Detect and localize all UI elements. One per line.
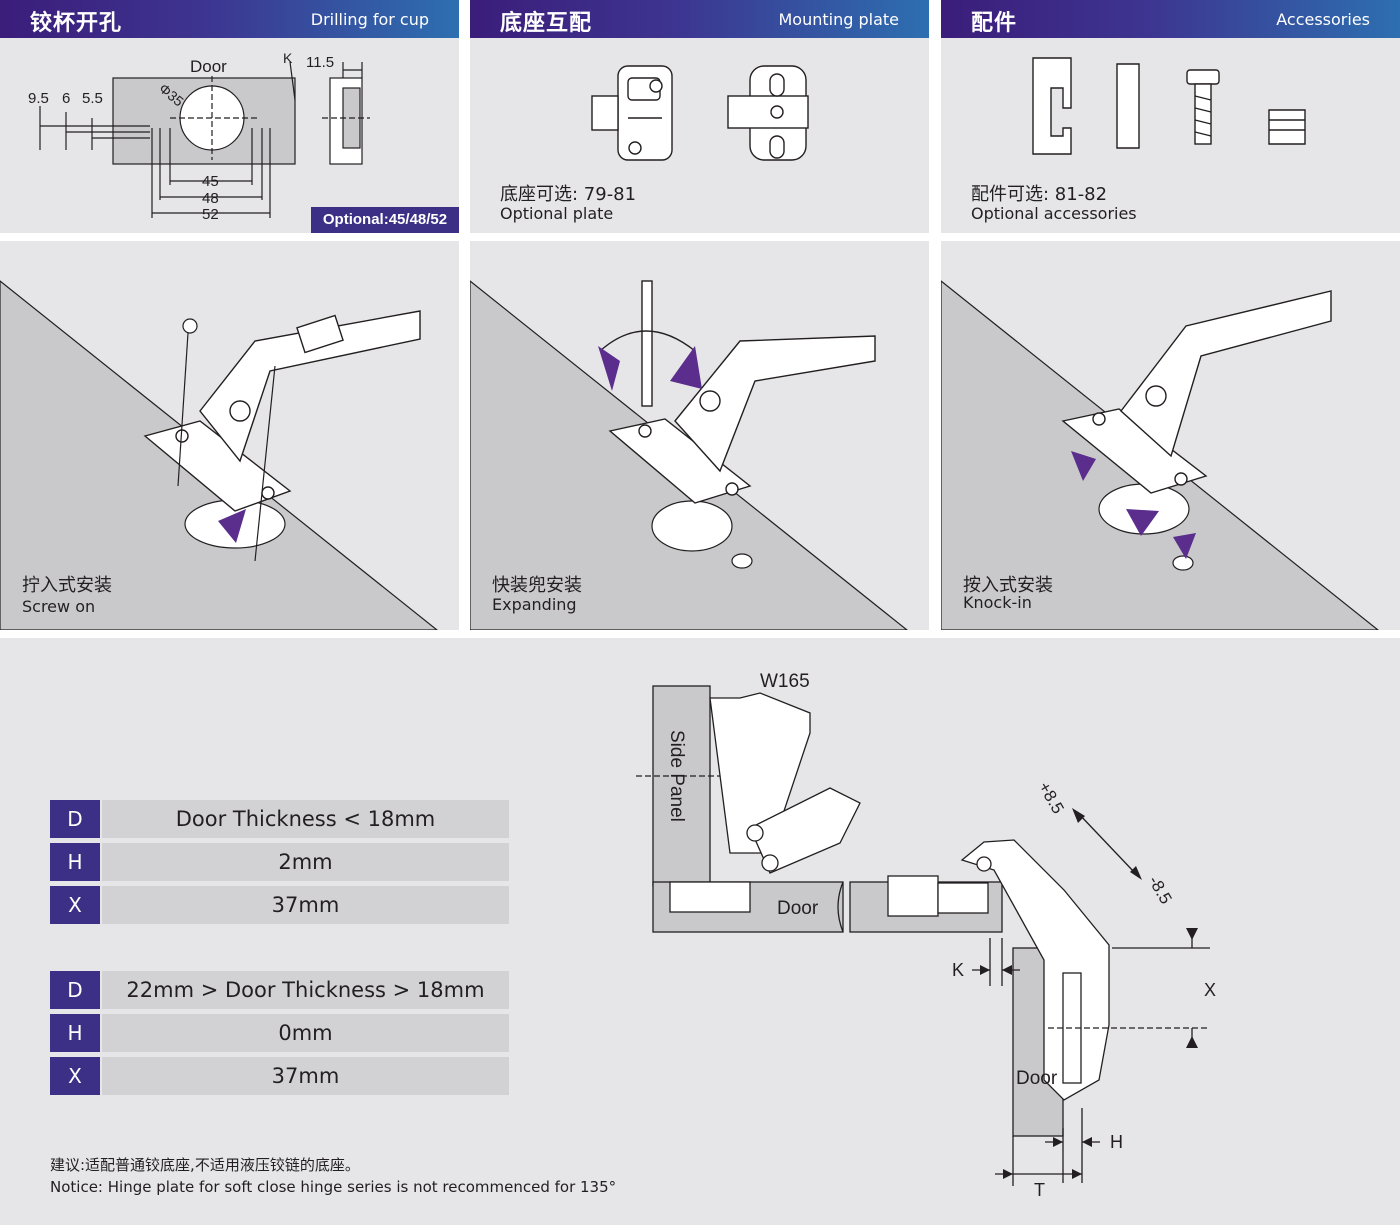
expanding-caption-zh: 快装兜安装 [492, 575, 582, 596]
accessories-title-zh: 配件 [971, 11, 1018, 36]
drilling-panel: 铰杯开孔 Drilling for cup [0, 0, 459, 233]
insert-arrow-icon [218, 509, 246, 543]
drilling-title-en: Drilling for cup [310, 10, 429, 29]
rotate-left-arrow-icon [598, 346, 620, 391]
table-row: X 37mm [50, 1057, 509, 1095]
row-value: 2mm [102, 843, 509, 881]
table-row: D 22mm > Door Thickness > 18mm [50, 971, 509, 1009]
knock-in-caption-zh: 按入式安装 [963, 575, 1053, 596]
table-row: D Door Thickness < 18mm [50, 800, 509, 838]
model-label: W165 [760, 671, 810, 692]
spec-table-thin-door: D Door Thickness < 18mm H 2mm X 37mm [50, 800, 509, 929]
adjust-minus-label: -8.5 [1145, 873, 1176, 908]
press-arrow-right-icon [1173, 533, 1196, 559]
knock-in-caption-en: Knock-in [963, 593, 1032, 612]
screw-on-panel: 拧入式安装 Screw on [0, 241, 459, 630]
row-value: 37mm [102, 1057, 509, 1095]
drilling-dim-6: 6 [62, 90, 70, 107]
mounting-caption-en: Optional plate [500, 204, 614, 223]
drilling-diagram: Door K 11.5 9.5 6 5.5 Φ35 45 48 52 [28, 50, 370, 223]
mounting-title-zh: 底座互配 [500, 11, 593, 36]
notice-zh: 建议:适配普通铰底座,不适用液压铰链的底座。 [50, 1156, 360, 1174]
row-key: X [50, 886, 100, 924]
dowel-icon [1268, 109, 1306, 145]
accessories-caption-zh: 配件可选: 81-82 [971, 184, 1108, 205]
row-key: D [50, 971, 100, 1009]
drilling-dim-9-5: 9.5 [28, 90, 49, 107]
drilling-dim-48: 48 [202, 190, 219, 207]
x-dimension-label: X [1204, 980, 1216, 1000]
t-dimension-label: T [1034, 1180, 1045, 1200]
adjust-plus-label: +8.5 [1035, 779, 1068, 818]
hinge-installation-diagram: W165 Side Panel Door Door +8.5 -8.5 K X … [636, 671, 1216, 1200]
drilling-header: 铰杯开孔 Drilling for cup [0, 0, 459, 38]
table-row: X 37mm [50, 886, 509, 924]
screw-on-illustration [0, 280, 438, 630]
drilling-title-zh: 铰杯开孔 [30, 11, 123, 36]
cover-cap-icon [1116, 63, 1140, 149]
screw-on-caption-zh: 拧入式安装 [22, 575, 112, 596]
mounting-panel: 底座互配 Mounting plate 底座可选: 79-81 Optional… [470, 0, 929, 233]
specs-panel: D Door Thickness < 18mm H 2mm X 37mm D 2… [0, 638, 1400, 1225]
mounting-plate-a-icon [591, 65, 673, 161]
accessories-panel: 配件 Accessories 配件可选: 81-82 Optional acce… [941, 0, 1400, 233]
drilling-dim-11-5: 11.5 [306, 54, 334, 71]
press-arrow-center-icon [1126, 509, 1159, 536]
screw-icon [1186, 69, 1220, 85]
door-label-closed: Door [777, 898, 819, 919]
side-panel-label: Side Panel [666, 730, 687, 822]
row-key: H [50, 843, 100, 881]
mounting-plates-illustration [591, 65, 809, 161]
rotate-right-arrow-icon [670, 346, 702, 389]
press-arrow-left-icon [1071, 451, 1096, 481]
h-dimension-label: H [1110, 1132, 1123, 1152]
expanding-caption-en: Expanding [492, 595, 577, 614]
k-dimension-label: K [952, 960, 964, 980]
mounting-title-en: Mounting plate [778, 10, 900, 29]
accessories-illustration [1032, 57, 1306, 155]
drilling-dim-52: 52 [202, 206, 219, 223]
drilling-dim-45: 45 [202, 173, 219, 190]
row-value: Door Thickness < 18mm [102, 800, 509, 838]
optional-badge: Optional:45/48/52 [311, 207, 459, 233]
screwdriver-icon [641, 280, 653, 407]
screw-on-caption-en: Screw on [22, 597, 96, 616]
table-row: H 2mm [50, 843, 509, 881]
row-value: 37mm [102, 886, 509, 924]
row-key: H [50, 1014, 100, 1052]
row-value: 22mm > Door Thickness > 18mm [102, 971, 509, 1009]
table-row: H 0mm [50, 1014, 509, 1052]
accessories-caption-en: Optional accessories [971, 204, 1137, 223]
drilling-k-label: K [283, 50, 293, 66]
knock-in-illustration [941, 280, 1379, 630]
row-value: 0mm [102, 1014, 509, 1052]
mounting-caption-zh: 底座可选: 79-81 [500, 184, 637, 205]
door-label-open: Door [1016, 1068, 1058, 1089]
row-key: X [50, 1057, 100, 1095]
accessories-title-en: Accessories [1276, 10, 1370, 29]
mounting-plate-b-icon [727, 65, 809, 161]
expanding-illustration [470, 280, 908, 630]
mounting-header: 底座互配 Mounting plate [470, 0, 929, 38]
screw-icon [177, 318, 276, 562]
row-key: D [50, 800, 100, 838]
clip-cap-icon [1032, 57, 1072, 155]
drilling-dim-5-5: 5.5 [82, 90, 103, 107]
notice-en: Notice: Hinge plate for soft close hinge… [50, 1178, 617, 1196]
expanding-panel: 快装兜安装 Expanding [470, 241, 929, 630]
spec-table-thick-door: D 22mm > Door Thickness > 18mm H 0mm X 3… [50, 971, 509, 1100]
drilling-door-label: Door [190, 57, 227, 76]
accessories-header: 配件 Accessories [941, 0, 1400, 38]
knock-in-panel: 按入式安装 Knock-in [941, 241, 1400, 630]
